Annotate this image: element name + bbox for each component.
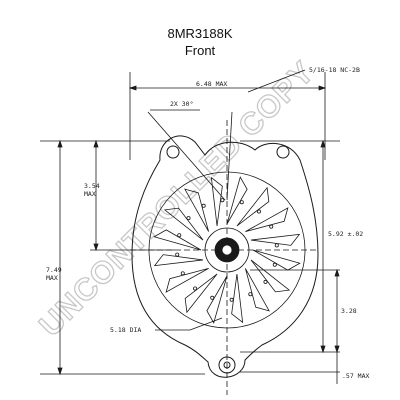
fan-blade [244, 268, 270, 312]
vent-hole [180, 271, 185, 276]
cooling-fan [148, 171, 306, 329]
vent-hole [201, 203, 206, 208]
vent-hole [239, 200, 244, 205]
vent-hole [272, 262, 277, 267]
dim-bottom-offset: .57 MAX [342, 372, 369, 380]
dim-overall-width: 6.48 MAX [196, 80, 227, 88]
fan-blade [206, 275, 228, 324]
fan-blade [153, 254, 204, 267]
vent-hole [269, 224, 274, 229]
fan-blade [210, 176, 223, 227]
dimension-lines [40, 69, 340, 395]
fan-blade [250, 233, 301, 246]
drawing-subtitle: Front [184, 43, 216, 58]
dim-diameter: 5.18 DIA [110, 326, 141, 334]
dim-thread: 5/16-18 NC-2B [309, 66, 360, 74]
vent-hole [256, 209, 261, 214]
fan-blade [245, 207, 289, 233]
dim-overall-height: 7.49 [46, 266, 62, 274]
fan-blade [236, 186, 270, 227]
dim-overall-height-max: MAX [46, 274, 58, 282]
vent-hole [175, 252, 180, 257]
fan-blade [165, 267, 209, 293]
vent-hole [210, 295, 215, 300]
fan-blade [226, 176, 248, 225]
fan-blade [252, 249, 301, 271]
drawing-title: 8MR3188K [167, 26, 233, 41]
dim-lower-right: 3.28 [341, 307, 357, 315]
housing-outline [131, 135, 319, 378]
fan-blade [163, 207, 204, 241]
fan-blade [184, 273, 218, 314]
fan-blade [184, 188, 210, 232]
vent-hole [229, 297, 234, 302]
vent-hole [274, 243, 279, 248]
vent-hole [248, 292, 253, 297]
dim-angle: 2X 30° [170, 100, 193, 108]
fan-blade [153, 229, 202, 251]
fan-blade [250, 259, 291, 293]
dim-upper-height: 3.54 [84, 182, 100, 190]
vent-hole [177, 233, 182, 238]
watermark-text: UNCONTROLLED COPY [32, 54, 321, 343]
vent-hole [193, 286, 198, 291]
fan-blade [231, 273, 244, 324]
vent-hole [263, 279, 268, 284]
vent-hole [220, 198, 225, 203]
vent-hole [186, 216, 191, 221]
dim-upper-height-max: MAX [84, 190, 96, 198]
dim-right-height: 5.92 ±.02 [328, 230, 363, 238]
